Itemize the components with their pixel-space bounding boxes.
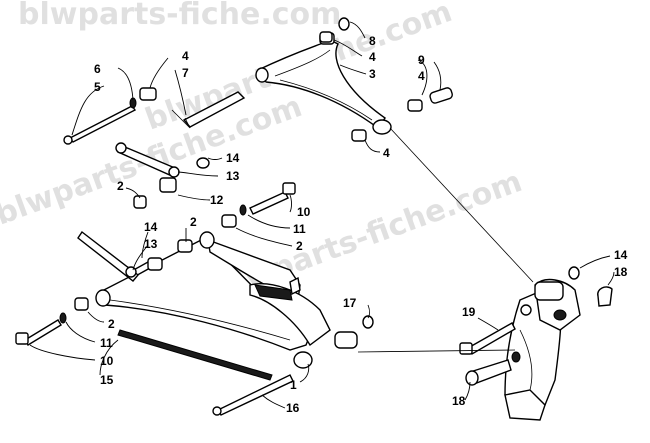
nut-17 bbox=[362, 315, 374, 329]
callout-6: 6 bbox=[94, 62, 101, 76]
nut-14-right bbox=[568, 266, 580, 280]
callout-4-lower: 4 bbox=[383, 146, 390, 160]
link-13-lower bbox=[77, 230, 140, 282]
bushing-4-lower bbox=[351, 129, 367, 142]
callout-2-top: 2 bbox=[117, 179, 124, 193]
bushing-2-b bbox=[177, 239, 193, 253]
sleeve-9 bbox=[429, 87, 453, 104]
callout-2-left: 2 bbox=[108, 317, 115, 331]
callout-7: 7 bbox=[182, 66, 189, 80]
callout-1: 1 bbox=[290, 378, 297, 392]
callout-4-right: 4 bbox=[418, 69, 425, 83]
callout-4-upper: 4 bbox=[369, 50, 376, 64]
callout-14-right: 14 bbox=[614, 248, 628, 262]
callout-3: 3 bbox=[369, 67, 376, 81]
bolt-10-left bbox=[24, 319, 62, 346]
bushing-2-a bbox=[133, 195, 147, 209]
nut-8 bbox=[338, 17, 350, 31]
upper-a-arm bbox=[255, 32, 392, 135]
callout-2-right: 2 bbox=[296, 239, 303, 253]
nut-14-lower bbox=[125, 266, 137, 278]
callout-labels: 8 4 3 9 4 4 4 7 6 5 14 13 2 12 10 11 2 1… bbox=[94, 34, 628, 415]
spindle-hardware bbox=[459, 266, 613, 386]
callout-18-lower: 18 bbox=[452, 394, 466, 408]
callout-14-mid: 14 bbox=[144, 220, 158, 234]
callout-8: 8 bbox=[369, 34, 376, 48]
callout-11-left: 11 bbox=[100, 336, 113, 350]
callout-14-top: 14 bbox=[226, 151, 240, 165]
bolt-18-top bbox=[597, 286, 613, 307]
washer-11-right bbox=[239, 204, 247, 216]
callout-12: 12 bbox=[210, 193, 224, 207]
connection-lines bbox=[171, 109, 534, 353]
callout-11-right: 11 bbox=[293, 222, 306, 236]
bushing-2-c bbox=[221, 214, 237, 228]
bushing-4-left bbox=[139, 87, 157, 101]
callout-15: 15 bbox=[100, 373, 114, 387]
callout-2-mid: 2 bbox=[190, 215, 197, 229]
decal-15 bbox=[117, 329, 273, 381]
callout-19: 19 bbox=[462, 305, 476, 319]
watermark-top: blwparts-fiche.com bbox=[18, 0, 341, 32]
lower-hardware bbox=[15, 142, 374, 416]
callout-9: 9 bbox=[418, 53, 425, 67]
washer-11-left bbox=[59, 312, 67, 324]
bushing-4-right bbox=[407, 99, 423, 112]
nut-14-top bbox=[196, 157, 210, 169]
bolt-10-right bbox=[249, 191, 289, 215]
callout-16: 16 bbox=[286, 401, 300, 415]
callout-13-mid: 13 bbox=[144, 237, 158, 251]
leader-lines bbox=[29, 21, 615, 409]
callout-10-left: 10 bbox=[100, 354, 114, 368]
callout-18-top: 18 bbox=[614, 265, 628, 279]
bushing-2-d bbox=[74, 297, 89, 311]
callout-13-top: 13 bbox=[226, 169, 240, 183]
callout-5: 5 bbox=[94, 80, 101, 94]
callout-10-right: 10 bbox=[297, 205, 311, 219]
callout-17: 17 bbox=[343, 296, 357, 310]
callout-4-left: 4 bbox=[182, 49, 189, 63]
bushing-4-top bbox=[319, 31, 333, 43]
spindle-assembly bbox=[504, 278, 581, 421]
bolt-16 bbox=[217, 374, 294, 416]
sleeve-12 bbox=[159, 177, 177, 193]
